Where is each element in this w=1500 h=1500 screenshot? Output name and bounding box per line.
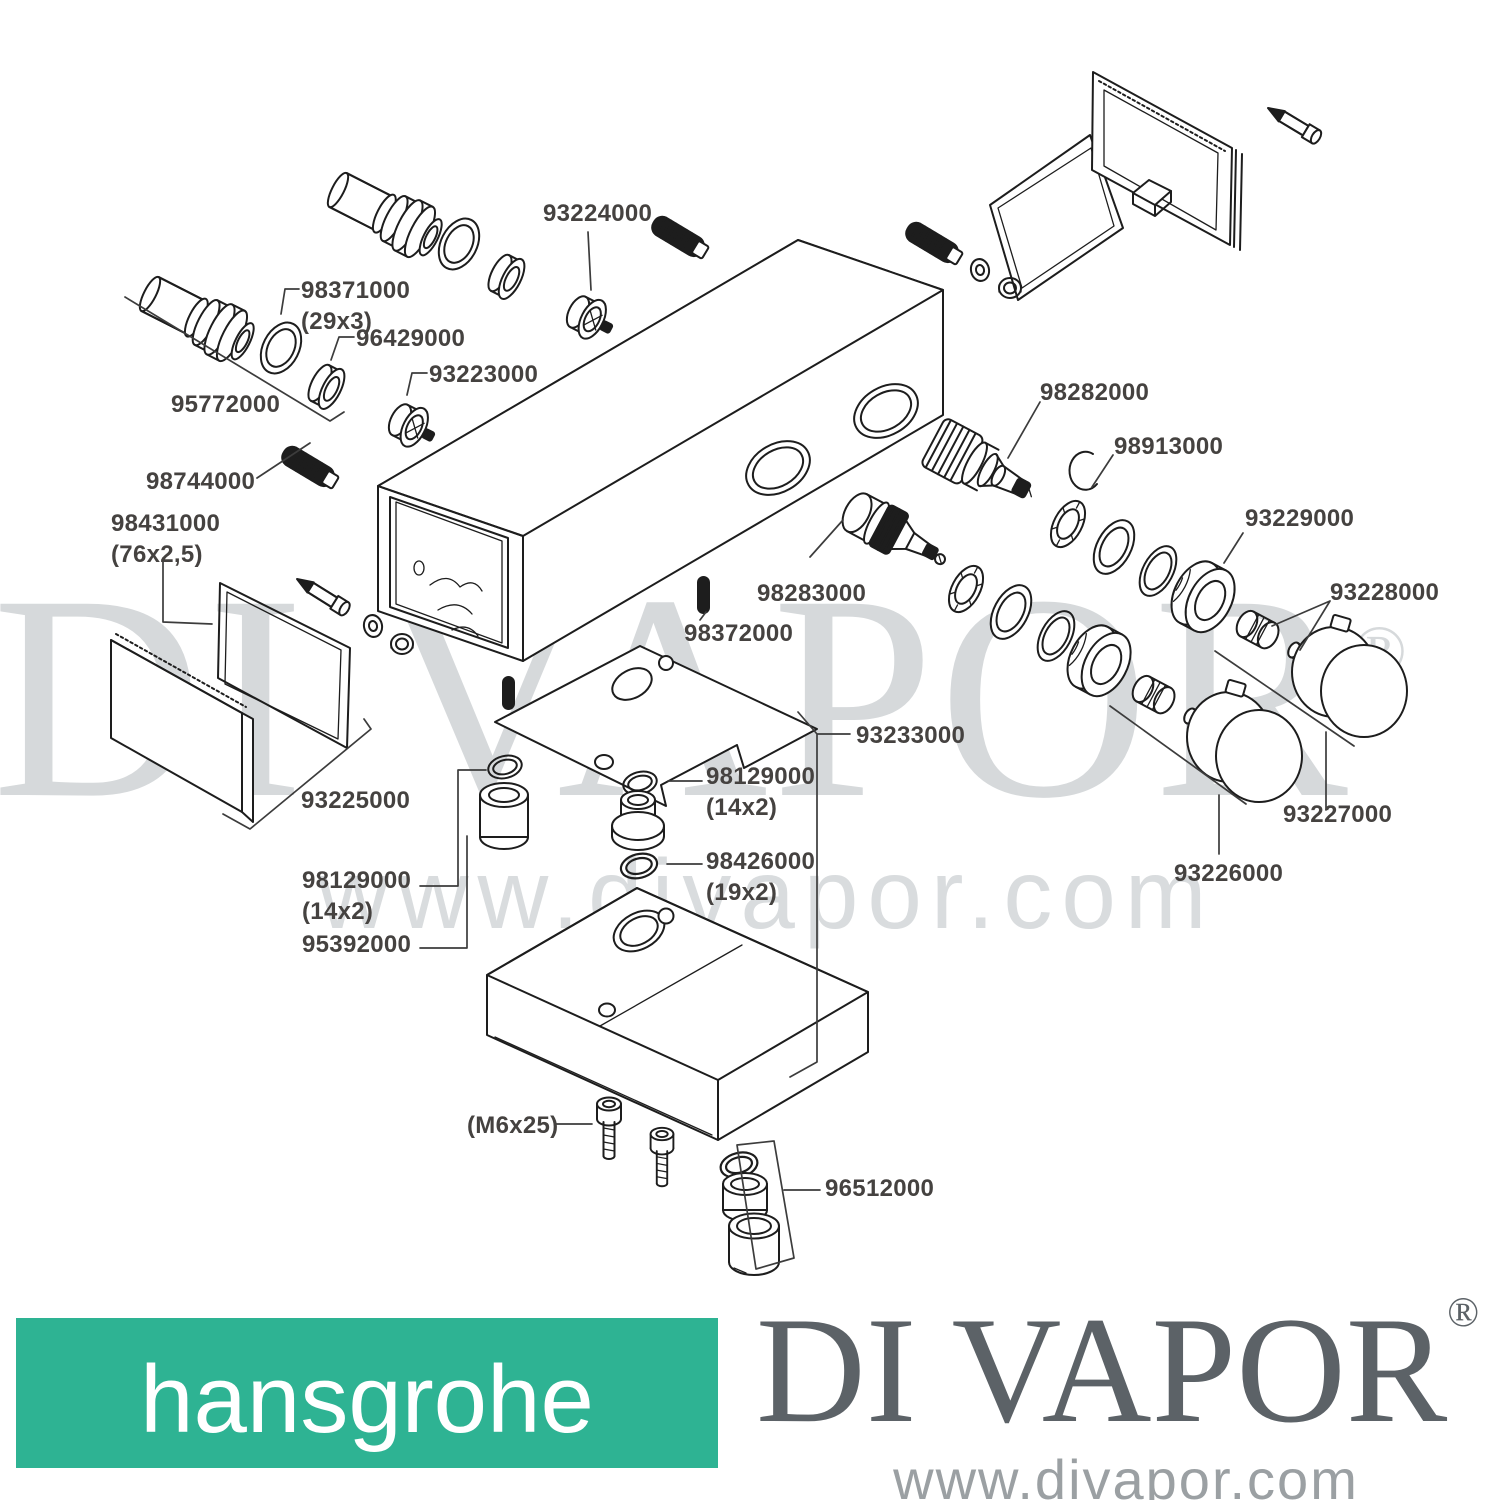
- divapor-logo-text: DI VAPOR: [756, 1286, 1448, 1454]
- part-label-98426000: 98426000(19x2): [706, 848, 816, 906]
- part-threaded-ring-93229000: [1160, 552, 1246, 642]
- hansgrohe-logo: hansgrohe: [16, 1318, 718, 1468]
- part-label-95772000: 95772000: [171, 391, 281, 418]
- part-screw-m6x25-2: [649, 1126, 675, 1188]
- part-label-98372000: 98372000: [684, 620, 794, 647]
- part-label-93223000: 93223000: [429, 361, 539, 388]
- part-wood-screw-right: [1263, 100, 1325, 147]
- part-label-98283000: 98283000: [757, 580, 867, 607]
- part-c-clip-98913000: [1068, 450, 1098, 491]
- part-washer-right: [967, 256, 993, 284]
- part-label-98129000-right: 98129000(14x2): [706, 763, 816, 821]
- part-aerator-shell: [728, 1212, 780, 1276]
- part-label-98282000: 98282000: [1040, 379, 1150, 406]
- part-shutoff-cartridge-98283000: [841, 492, 947, 566]
- part-label-98431000: 98431000(76x2,5): [111, 510, 221, 568]
- part-screw-m6x25-1: [596, 1096, 622, 1160]
- part-set-screw-2: [502, 676, 515, 710]
- part-main-body: [377, 239, 944, 662]
- part-back-gasket: [989, 134, 1124, 301]
- part-set-screw-1: [697, 576, 710, 614]
- part-aerator-insert: [722, 1172, 768, 1222]
- part-nut-right: [998, 277, 1022, 299]
- part-label-98913000: 98913000: [1114, 433, 1224, 460]
- part-label-93226000: 93226000: [1174, 860, 1284, 887]
- divapor-registered-mark: ®: [1447, 1290, 1480, 1336]
- part-base-gasket-93233000: [494, 645, 818, 807]
- part-plug-95392000: [479, 782, 529, 850]
- part-label-98129000-left: 98129000(14x2): [302, 867, 412, 925]
- watermark-url: www.divapor.com: [318, 839, 1216, 949]
- part-label-93229000: 93229000: [1245, 505, 1355, 532]
- part-label-96512000: 96512000: [825, 1175, 935, 1202]
- part-handle-93227000: [1291, 613, 1408, 738]
- part-check-valve-93223000: [381, 396, 444, 457]
- part-oring-98426000: [617, 848, 661, 884]
- part-label-98371000: 98371000(29x3): [301, 277, 411, 335]
- part-nut-left: [390, 633, 414, 655]
- part-oring-98129000-left: [484, 751, 526, 783]
- part-spout-body: [486, 887, 869, 1141]
- part-wood-screw-left: [292, 571, 353, 619]
- part-label-93233000: 93233000: [856, 722, 966, 749]
- part-dowel-top: [647, 212, 712, 263]
- part-thermostat-cartridge-98282000: [921, 418, 1033, 499]
- part-adapter-93228000-upper: [1231, 606, 1284, 653]
- part-check-valve-93224000: [559, 288, 622, 349]
- part-adapter-93228000-lower: [1127, 671, 1180, 718]
- part-label-95392000: 95392000: [302, 931, 412, 958]
- train-lower: [940, 559, 1303, 803]
- part-label-98744000: 98744000: [146, 468, 256, 495]
- part-outlet-nipple: [611, 790, 665, 851]
- part-label-m6x25: (M6x25): [467, 1112, 559, 1139]
- divapor-logo: DI VAPOR® www.divapor.com: [756, 1292, 1500, 1500]
- part-label-93224000: 93224000: [543, 200, 653, 227]
- part-cover-plate-93225000: [110, 633, 254, 823]
- hansgrohe-logo-text: hansgrohe: [140, 1346, 594, 1453]
- part-back-plate: [1091, 71, 1243, 251]
- part-label-93225000: 93225000: [301, 787, 411, 814]
- part-label-96429000: 96429000: [356, 325, 466, 352]
- part-washer-left: [360, 612, 386, 640]
- leader-lines: [124, 231, 1355, 1270]
- part-dowel-right: [901, 218, 966, 269]
- divapor-url: www.divapor.com: [893, 1448, 1359, 1500]
- part-dowel-98744000: [277, 442, 342, 493]
- part-label-93227000: 93227000: [1283, 801, 1393, 828]
- part-label-93228000: 93228000: [1330, 579, 1440, 606]
